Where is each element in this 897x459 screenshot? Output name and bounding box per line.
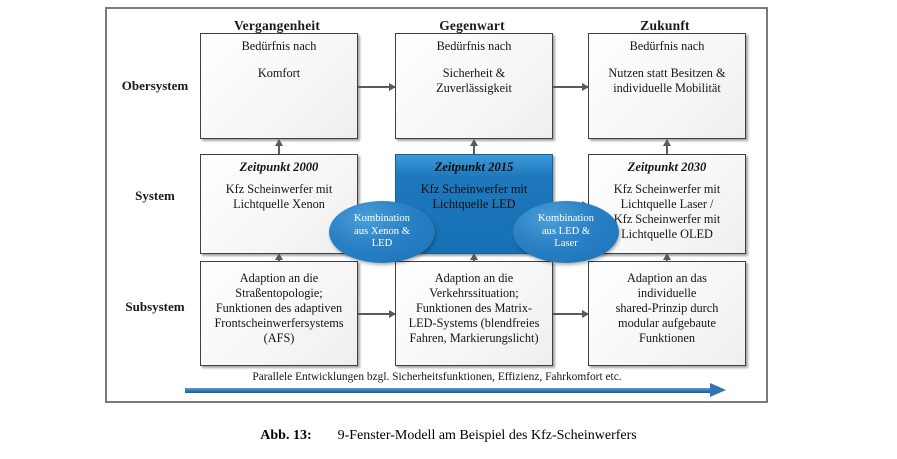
column-header-zukunft: Zukunft xyxy=(640,18,690,33)
figure-frame: Vergangenheit Gegenwart Zukunft Obersyst… xyxy=(105,7,768,403)
ellipse-text-line: Kombination xyxy=(538,212,594,224)
cell-obersystem-gegenwart[interactable]: Bedürfnis nach Sicherheit & Zuverlässigk… xyxy=(395,33,553,139)
cell-text-line: Komfort xyxy=(257,66,301,80)
figure-caption: Abb. 13: 9-Fenster-Modell am Beispiel des… xyxy=(0,428,897,444)
connector-obersystem-2-to-3 xyxy=(553,83,589,90)
cell-system-vergangenheit[interactable]: Zeitpunkt 2000 Kfz Scheinwerfer mit Lich… xyxy=(200,154,358,254)
cell-text-line: Verkehrssituation; xyxy=(429,286,519,300)
cell-text-line: (AFS) xyxy=(263,331,295,345)
cell-subsystem-zukunft[interactable]: Adaption an das individuelle shared-Prin… xyxy=(588,261,746,366)
cell-text-line: Adaption an die xyxy=(239,271,319,285)
cell-text-line: modular aufgebaute xyxy=(618,316,716,330)
cell-text-line: Nutzen statt Besitzen & xyxy=(608,66,726,80)
connector-obersystem-1-to-2 xyxy=(358,83,396,90)
figure-caption-text: 9-Fenster-Modell am Beispiel des Kfz-Sch… xyxy=(337,428,637,443)
cell-text-line: Frontscheinwerfersystems xyxy=(214,316,344,330)
column-header-gegenwart: Gegenwart xyxy=(439,18,505,33)
cell-obersystem-vergangenheit[interactable]: Bedürfnis nach Komfort xyxy=(200,33,358,139)
cell-text-line: Kfz Scheinwerfer mit xyxy=(613,212,721,227)
cell-title: Zeitpunkt 2015 xyxy=(434,160,514,174)
column-header-vergangenheit: Vergangenheit xyxy=(233,18,321,33)
cell-obersystem-zukunft[interactable]: Bedürfnis nach Nutzen statt Besitzen & i… xyxy=(588,33,746,139)
ellipse-text-line: LED xyxy=(371,238,393,250)
connector-subsystem-to-system-col3 xyxy=(663,253,670,262)
ellipse-kombination-xenon-led[interactable]: Kombination aus Xenon & LED xyxy=(329,201,435,263)
cell-text-line: Sicherheit & xyxy=(442,66,506,80)
connector-subsystem-1-to-2 xyxy=(358,310,396,317)
cell-text-line: Lichtquelle OLED xyxy=(621,227,713,242)
connector-system-to-obersystem-col1 xyxy=(275,139,282,154)
cell-text-line: shared-Prinzip durch xyxy=(615,301,719,315)
cell-text-line: Bedürfnis nach xyxy=(436,39,512,53)
connector-subsystem-to-system-col1 xyxy=(275,253,282,262)
ellipse-text-line: aus Xenon & xyxy=(354,225,410,237)
cell-text-line: Lichtquelle Laser / xyxy=(620,197,714,212)
row-label-subsystem: Subsystem xyxy=(125,299,185,314)
cell-text-line: Lichtquelle LED xyxy=(432,197,516,212)
parallel-development-arrow-line xyxy=(185,388,712,393)
cell-text-line: Zuverlässigkeit xyxy=(436,81,512,95)
cell-text-line: Straßentopologie; xyxy=(235,286,323,300)
cell-title: Zeitpunkt 2030 xyxy=(627,160,707,174)
cell-text-line: Funktionen des Matrix- xyxy=(415,301,533,315)
cell-subsystem-vergangenheit[interactable]: Adaption an die Straßentopologie; Funkti… xyxy=(200,261,358,366)
ellipse-text-line: Laser xyxy=(554,238,578,250)
ellipse-text-line: Kombination xyxy=(354,212,410,224)
ellipse-kombination-led-laser[interactable]: Kombination aus LED & Laser xyxy=(513,201,619,263)
cell-text-line: Adaption an das xyxy=(627,271,707,285)
connector-subsystem-2-to-3 xyxy=(553,310,589,317)
parallel-development-arrow-head xyxy=(710,383,726,397)
cell-text-line: LED-Systems (blendfreies xyxy=(408,316,540,330)
cell-text-line: Funktionen xyxy=(638,331,696,345)
connector-subsystem-to-system-col2 xyxy=(470,253,477,262)
cell-text-line: Funktionen des adaptiven xyxy=(215,301,343,315)
cell-text-line: Bedürfnis nach xyxy=(629,39,705,53)
cell-text-line: Kfz Scheinwerfer mit xyxy=(420,182,528,197)
cell-text-line: Fahren, Markierungslicht) xyxy=(409,331,539,345)
cell-text-line: individuelle xyxy=(637,286,697,300)
cell-text-line: Lichtquelle Xenon xyxy=(233,197,325,212)
connector-system-to-obersystem-col2 xyxy=(470,139,477,154)
cell-text-line: Kfz Scheinwerfer mit xyxy=(225,182,333,197)
row-label-system: System xyxy=(135,188,175,203)
row-label-obersystem: Obersystem xyxy=(121,78,189,93)
ellipse-text-line: aus LED & xyxy=(541,225,591,237)
cell-title: Zeitpunkt 2000 xyxy=(239,160,319,174)
cell-text-line: Adaption an die xyxy=(434,271,514,285)
cell-text-line: individuelle Mobilität xyxy=(613,81,721,95)
figure-caption-number: Abb. 13: xyxy=(260,428,312,443)
cell-subsystem-gegenwart[interactable]: Adaption an die Verkehrssituation; Funkt… xyxy=(395,261,553,366)
cell-text-line: Kfz Scheinwerfer mit xyxy=(613,182,721,197)
cell-text-line: Bedürfnis nach xyxy=(241,39,317,53)
connector-system-to-obersystem-col3 xyxy=(663,139,670,154)
parallel-development-label: Parallele Entwicklungen bzgl. Sicherheit… xyxy=(252,371,622,383)
